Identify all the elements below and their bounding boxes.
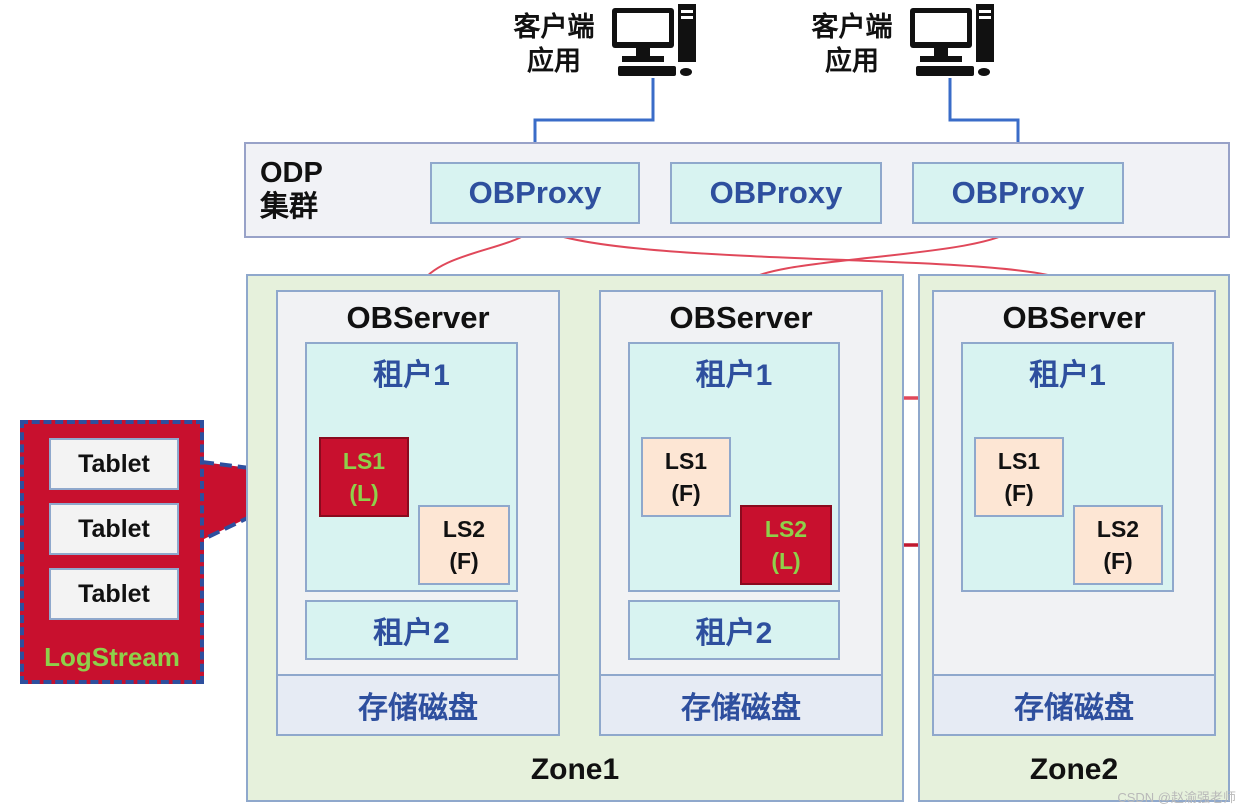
client-app-label: 客户端 应用 — [804, 10, 900, 78]
computer-icon — [910, 4, 994, 76]
observer-title: OBServer — [1002, 300, 1146, 335]
ls-name: LS2 — [442, 516, 486, 542]
ls-name: LS2 — [1096, 516, 1140, 542]
tablet-2: Tablet — [49, 503, 179, 555]
ls1-follower: LS1 (F) — [974, 437, 1064, 517]
ls-role: (L) — [349, 480, 379, 506]
ls-name: LS2 — [764, 516, 808, 542]
client2-to-proxy-arrow — [948, 78, 1023, 163]
client-app-label: 客户端 应用 — [506, 10, 602, 78]
observer-title: OBServer — [346, 300, 490, 335]
storage-disk: 存储磁盘 — [278, 674, 558, 734]
odp-label-line2: 集群 — [260, 191, 319, 223]
tenant-label: 租户1 — [1029, 359, 1106, 392]
storage-disk: 存储磁盘 — [601, 674, 881, 734]
storage-disk: 存储磁盘 — [934, 674, 1214, 734]
tenant-label: 租户1 — [373, 359, 450, 392]
tenant-2: 租户2 — [305, 600, 518, 660]
ls-role: (F) — [671, 480, 701, 506]
client-label-line1: 客户端 — [811, 12, 893, 42]
client1-to-proxy-arrow — [530, 78, 655, 163]
ls-name: LS1 — [342, 448, 386, 474]
ls2-follower: LS2 (F) — [418, 505, 510, 585]
proxy1-to-server3-curve — [534, 225, 1078, 288]
observer-title: OBServer — [669, 300, 813, 335]
ls1-follower: LS1 (F) — [641, 437, 731, 517]
obproxy-2: OBProxy — [670, 162, 882, 224]
ls2-leader: LS2 (L) — [740, 505, 832, 585]
ls2-follower: LS2 (F) — [1073, 505, 1163, 585]
ls-role: (F) — [449, 548, 479, 574]
client-label-line2: 应用 — [527, 46, 581, 76]
logstream-box: Tablet Tablet Tablet LogStream — [20, 420, 204, 684]
client-app-1: 客户端 应用 — [506, 4, 702, 84]
tenant-label: 租户1 — [695, 359, 773, 392]
ls-role: (F) — [1004, 480, 1034, 506]
obproxy-3: OBProxy — [912, 162, 1124, 224]
tablet-1: Tablet — [49, 438, 179, 490]
odp-label-line1: ODP — [260, 157, 323, 189]
ls-name: LS1 — [664, 448, 708, 474]
ls-role: (F) — [1103, 548, 1133, 574]
tablet-3: Tablet — [49, 568, 179, 620]
zone-2-label: Zone2 — [1029, 753, 1119, 786]
ls1-leader: LS1 (L) — [319, 437, 409, 517]
computer-icon — [612, 4, 696, 76]
obproxy-1: OBProxy — [430, 162, 640, 224]
client-label-line2: 应用 — [825, 46, 879, 76]
ls-name: LS1 — [997, 448, 1041, 474]
client-app-2: 客户端 应用 — [804, 4, 1000, 84]
zone-1-label: Zone1 — [530, 753, 620, 786]
watermark: CSDN @赵渝强老师 — [1117, 790, 1236, 805]
logstream-label: LogStream — [44, 641, 180, 672]
odp-cluster-label: ODP 集群 — [260, 156, 323, 224]
client-label-line1: 客户端 — [513, 12, 595, 42]
ls-role: (L) — [771, 548, 801, 574]
tenant-2: 租户2 — [628, 600, 840, 660]
